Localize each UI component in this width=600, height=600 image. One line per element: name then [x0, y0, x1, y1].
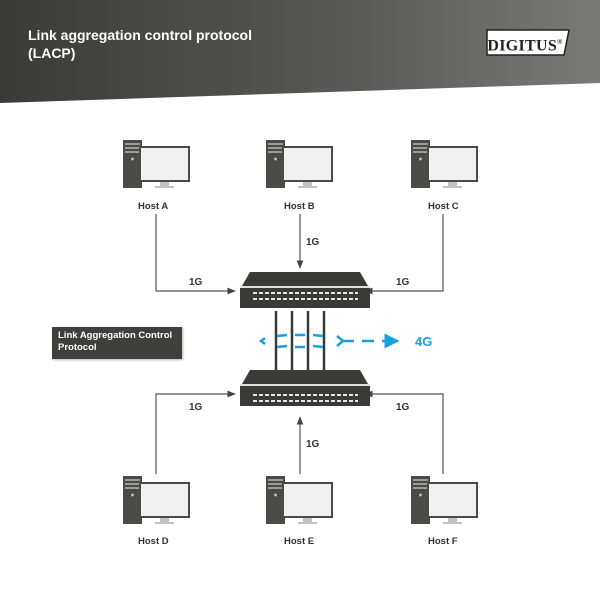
- link-host-a: [155, 214, 236, 295]
- logo-text: DIGITUS®: [486, 29, 564, 56]
- title-line-2: (LACP): [28, 45, 76, 61]
- host-b-computer-icon: [266, 140, 333, 188]
- switch-ports: [253, 292, 358, 402]
- aggregated-links: [274, 311, 326, 371]
- host-d-computer-icon: [123, 476, 190, 524]
- host-b-speed: 1G: [306, 237, 320, 248]
- host-f-label: Host F: [428, 536, 458, 547]
- host-d-speed: 1G: [189, 402, 203, 413]
- host-f-speed: 1G: [396, 402, 410, 413]
- link-host-c: [364, 214, 444, 295]
- digitus-logo: DIGITUS®: [486, 29, 570, 56]
- host-a-computer-icon: [123, 140, 190, 188]
- aggregate-speed-label: 4G: [415, 334, 433, 349]
- logo-frame: [486, 29, 570, 56]
- link-host-d: [155, 390, 236, 474]
- host-a-label: Host A: [138, 201, 169, 212]
- registered-mark: ®: [557, 38, 563, 46]
- host-c-computer-icon: [411, 140, 478, 188]
- page-title: Link aggregation control protocol (LACP): [28, 26, 328, 62]
- host-f-computer-icon: [411, 476, 478, 524]
- host-e-speed: 1G: [306, 439, 320, 450]
- header-banner: Link aggregation control protocol (LACP)…: [0, 0, 600, 105]
- lacp-label-box: Link Aggregation Control Protocol: [52, 327, 182, 359]
- host-e-computer-icon: [266, 476, 333, 524]
- logo-wordmark: DIGITUS: [487, 37, 558, 55]
- link-host-f: [364, 390, 444, 474]
- top-switch-icon: [240, 272, 370, 308]
- lacp-bundle-indicator: [258, 333, 400, 349]
- lacp-label-line-2: Protocol: [58, 342, 97, 353]
- host-c-speed: 1G: [396, 277, 410, 288]
- host-e-label: Host E: [284, 536, 315, 547]
- header-background: [0, 0, 600, 103]
- host-c-label: Host C: [428, 201, 459, 212]
- host-a-speed: 1G: [189, 277, 203, 288]
- host-d-label: Host D: [138, 536, 169, 547]
- lacp-label-line-1: Link Aggregation Control: [58, 330, 173, 341]
- host-b-label: Host B: [284, 201, 315, 212]
- lacp-label: Link Aggregation Control Protocol: [58, 330, 172, 354]
- title-line-1: Link aggregation control protocol: [28, 27, 252, 43]
